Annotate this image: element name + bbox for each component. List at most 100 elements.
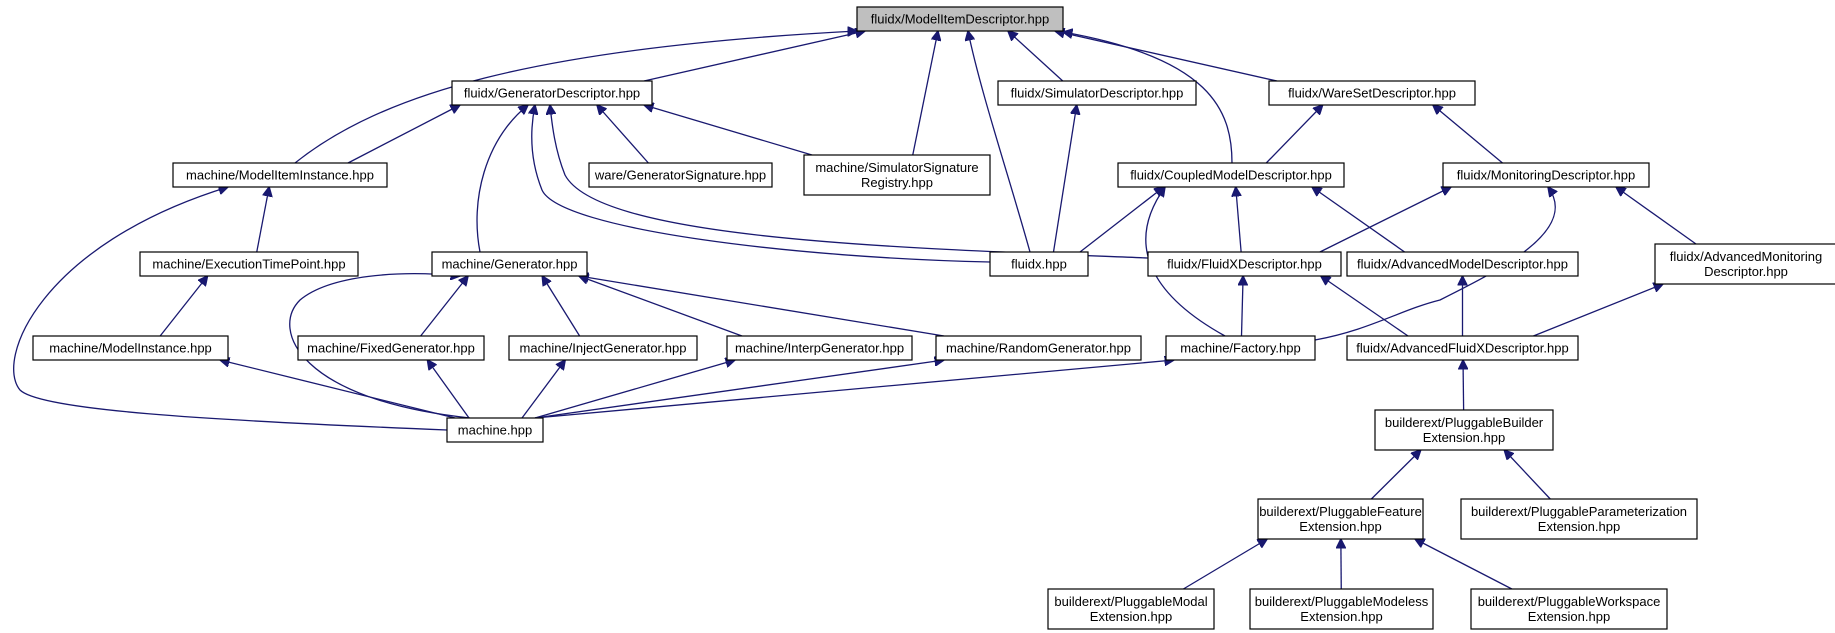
node-fx[interactable]: fluidx.hpp [989, 251, 1089, 277]
node-box [1460, 498, 1698, 540]
edge-pbe-to-afxd [1463, 360, 1464, 411]
edge-amd-to-cmd [1312, 187, 1406, 253]
edge-ssr-to-gd [644, 105, 813, 156]
node-box [989, 251, 1089, 277]
node-label: fluidx/GeneratorDescriptor.hpp [464, 86, 640, 101]
edge-mach-to-rg [534, 360, 944, 419]
node-sd[interactable]: fluidx/SimulatorDescriptor.hpp [997, 80, 1197, 106]
edge-afxd-to-fxd [1321, 276, 1409, 337]
node-fxd[interactable]: fluidx/FluidXDescriptor.hpp [1147, 251, 1342, 277]
edge-wsd-to-mid [1055, 31, 1278, 82]
node-label: Extension.hpp [1090, 609, 1172, 624]
node-label: fluidx/AdvancedFluidXDescriptor.hpp [1356, 341, 1568, 356]
node-label: Extension.hpp [1300, 609, 1382, 624]
node-ppe[interactable]: builderext/PluggableParameterizationExte… [1460, 498, 1698, 540]
edge-fx-to-cmd [1079, 187, 1164, 253]
node-mach[interactable]: machine.hpp [446, 417, 544, 443]
edge-fx-to-gd [532, 105, 991, 263]
node-label: fluidx.hpp [1011, 257, 1067, 272]
node-afxd[interactable]: fluidx/AdvancedFluidXDescriptor.hpp [1346, 335, 1579, 361]
edge-sd-to-mid [1008, 31, 1064, 82]
node-mi[interactable]: machine/ModelInstance.hpp [32, 335, 229, 361]
edge-pwe-to-pfe [1415, 539, 1513, 590]
node-label: machine/InterpGenerator.hpp [735, 341, 904, 356]
node-label: machine/FixedGenerator.hpp [307, 341, 475, 356]
edge-mi-to-etp [159, 276, 207, 337]
edge-mach-to-fac [534, 360, 1174, 419]
edge-fx-to-mid [968, 31, 1031, 253]
node-fg[interactable]: machine/FixedGenerator.hpp [297, 335, 485, 361]
node-box [935, 335, 1142, 361]
edge-gen-to-gd [476, 105, 528, 253]
node-rg[interactable]: machine/RandomGenerator.hpp [935, 335, 1142, 361]
node-box [1346, 335, 1579, 361]
node-label: fluidx/AdvancedModelDescriptor.hpp [1357, 257, 1568, 272]
node-label: Extension.hpp [1528, 609, 1610, 624]
node-label: machine/Generator.hpp [442, 257, 578, 272]
node-box [1147, 251, 1342, 277]
node-pmle[interactable]: builderext/PluggableModelessExtension.hp… [1249, 588, 1434, 630]
node-label: Registry.hpp [861, 175, 933, 190]
edge-gd-to-mid [643, 31, 865, 82]
node-cmd[interactable]: fluidx/CoupledModelDescriptor.hpp [1117, 162, 1345, 188]
node-gs[interactable]: ware/GeneratorSignature.hpp [588, 162, 773, 188]
node-wsd[interactable]: fluidx/WareSetDescriptor.hpp [1268, 80, 1476, 106]
edge-mach-to-gen [289, 274, 471, 419]
node-box [1654, 243, 1835, 285]
node-gd[interactable]: fluidx/GeneratorDescriptor.hpp [451, 80, 653, 106]
node-ig[interactable]: machine/InjectGenerator.hpp [508, 335, 698, 361]
node-box [431, 251, 588, 277]
node-box [856, 6, 1064, 32]
edge-fxd-to-cmd [1236, 187, 1242, 253]
edge-ig-to-gen [542, 276, 581, 337]
node-label: machine/Factory.hpp [1180, 341, 1300, 356]
node-amd[interactable]: fluidx/AdvancedModelDescriptor.hpp [1346, 251, 1579, 277]
node-etp[interactable]: machine/ExecutionTimePoint.hpp [139, 251, 359, 277]
edge-fxd-to-mond [1319, 187, 1451, 253]
node-fac[interactable]: machine/Factory.hpp [1165, 335, 1316, 361]
edge-mii-to-mid [294, 31, 857, 164]
edge-fac-to-mond [1314, 187, 1555, 341]
edge-fg-to-gen [420, 276, 468, 337]
edge-mach-to-ipg [534, 360, 735, 419]
node-label: ware/GeneratorSignature.hpp [594, 168, 766, 183]
node-ipg[interactable]: machine/InterpGenerator.hpp [726, 335, 913, 361]
node-box [803, 154, 991, 196]
node-gen[interactable]: machine/Generator.hpp [431, 251, 588, 277]
node-label: fluidx/FluidXDescriptor.hpp [1167, 257, 1322, 272]
node-label: machine/SimulatorSignature [815, 160, 978, 175]
node-box [1117, 162, 1345, 188]
node-label: Extension.hpp [1538, 519, 1620, 534]
node-label: fluidx/ModelItemDescriptor.hpp [871, 12, 1049, 27]
node-box [588, 162, 773, 188]
node-mii[interactable]: machine/ModelItemInstance.hpp [172, 162, 388, 188]
node-label: builderext/PluggableFeature [1259, 504, 1422, 519]
edge-mach-to-ig [521, 360, 565, 419]
edge-mach-to-mi [220, 360, 456, 419]
node-mond[interactable]: fluidx/MonitoringDescriptor.hpp [1442, 162, 1650, 188]
node-label: builderext/PluggableWorkspace [1478, 594, 1661, 609]
node-box [997, 80, 1197, 106]
node-box [1268, 80, 1476, 106]
edge-pme-to-pfe [1183, 539, 1267, 590]
node-box [1257, 498, 1424, 540]
node-label: builderext/PluggableModeless [1255, 594, 1429, 609]
node-mid: fluidx/ModelItemDescriptor.hpp [856, 6, 1064, 32]
edge-pfe-to-pbe [1370, 450, 1420, 500]
node-box [139, 251, 359, 277]
node-label: machine/RandomGenerator.hpp [946, 341, 1131, 356]
node-box [297, 335, 485, 361]
edge-mond-to-wsd [1433, 105, 1503, 164]
node-label: fluidx/AdvancedMonitoring [1670, 249, 1822, 264]
edge-fac-to-fxd [1242, 276, 1244, 337]
node-label: machine/ModelItemInstance.hpp [186, 168, 374, 183]
edge-mach-to-mii [13, 187, 448, 431]
node-pwe[interactable]: builderext/PluggableWorkspaceExtension.h… [1470, 588, 1668, 630]
node-label: Extension.hpp [1423, 430, 1505, 445]
